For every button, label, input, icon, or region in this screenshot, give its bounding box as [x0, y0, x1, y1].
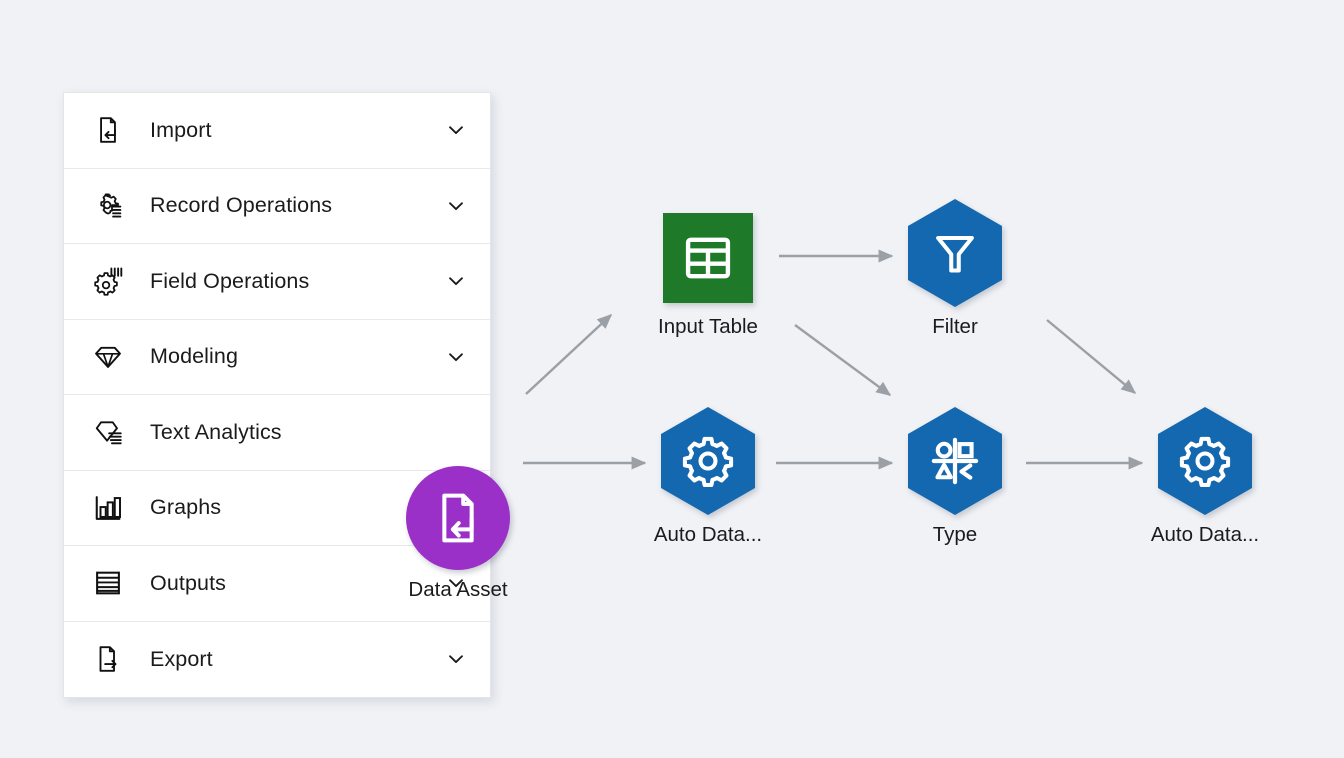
- chevron-down-icon[interactable]: [444, 118, 468, 142]
- node-data-asset[interactable]: Data Asset: [358, 466, 558, 602]
- chevron-down-icon[interactable]: [444, 571, 468, 595]
- chevron-down-icon[interactable]: [444, 647, 468, 671]
- gear-icon: [660, 406, 756, 516]
- menu-item-label: Modeling: [150, 344, 239, 369]
- menu-item-label: Import: [150, 117, 212, 142]
- gear-list-icon: [88, 186, 128, 226]
- table-grid-icon: [662, 212, 754, 304]
- menu-item-label: Text Analytics: [150, 419, 282, 444]
- hexagon-background: [907, 406, 1003, 516]
- menu-item-record-operations[interactable]: Record Operations: [64, 168, 490, 244]
- node-shape-hexagon[interactable]: [907, 406, 1003, 516]
- data-asset-badge[interactable]: [406, 466, 510, 570]
- diamond-icon: [88, 337, 128, 377]
- node-label: Input Table: [658, 315, 758, 338]
- hexagon-background: [660, 406, 756, 516]
- chevron-down-icon[interactable]: [444, 269, 468, 293]
- menu-item-field-operations[interactable]: Field Operations: [64, 244, 490, 320]
- hexagon-background: [1157, 406, 1253, 516]
- bar-chart-icon: [88, 488, 128, 528]
- node-shape-hexagon[interactable]: [907, 198, 1003, 308]
- hexagon-background: [907, 198, 1003, 308]
- menu-item-export[interactable]: Export: [64, 621, 490, 697]
- funnel-icon: [907, 198, 1003, 308]
- node-shape-square[interactable]: [660, 198, 756, 308]
- node-label: Auto Data...: [1150, 523, 1260, 546]
- node-auto-data-2[interactable]: Auto Data...: [1125, 406, 1285, 547]
- node-shape-hexagon[interactable]: [1157, 406, 1253, 516]
- data-asset-label: Data Asset: [408, 578, 508, 601]
- chevron-down-icon[interactable]: [444, 345, 468, 369]
- menu-item-outputs[interactable]: Outputs: [64, 546, 490, 622]
- menu-item-label: Graphs: [150, 495, 222, 520]
- table-rows-icon: [88, 563, 128, 603]
- menu-item-modeling[interactable]: Modeling: [64, 319, 490, 395]
- tag-lines-icon: [88, 412, 128, 452]
- menu-item-label: Field Operations: [150, 268, 310, 293]
- menu-item-text-analytics[interactable]: Text Analytics: [64, 395, 490, 471]
- node-label: Filter: [932, 315, 978, 338]
- menu-item-label: Outputs: [150, 570, 226, 595]
- gear-icon: [1157, 406, 1253, 516]
- export-document-icon: [88, 639, 128, 679]
- node-label: Type: [932, 523, 978, 546]
- node-type[interactable]: Type: [875, 406, 1035, 547]
- node-filter[interactable]: Filter: [875, 198, 1035, 339]
- node-shape-hexagon[interactable]: [660, 406, 756, 516]
- import-document-icon: [442, 493, 474, 543]
- square-background: [662, 212, 754, 304]
- menu-item-import[interactable]: Import: [64, 93, 490, 169]
- node-auto-data-1[interactable]: Auto Data...: [628, 406, 788, 547]
- node-label: Auto Data...: [653, 523, 763, 546]
- gear-columns-icon: [88, 261, 128, 301]
- shapes-grid-icon: [907, 406, 1003, 516]
- chevron-down-icon[interactable]: [444, 194, 468, 218]
- import-document-icon: [88, 110, 128, 150]
- menu-item-label: Record Operations: [150, 193, 333, 218]
- menu-item-label: Export: [150, 646, 213, 671]
- node-input-table[interactable]: Input Table: [628, 198, 788, 339]
